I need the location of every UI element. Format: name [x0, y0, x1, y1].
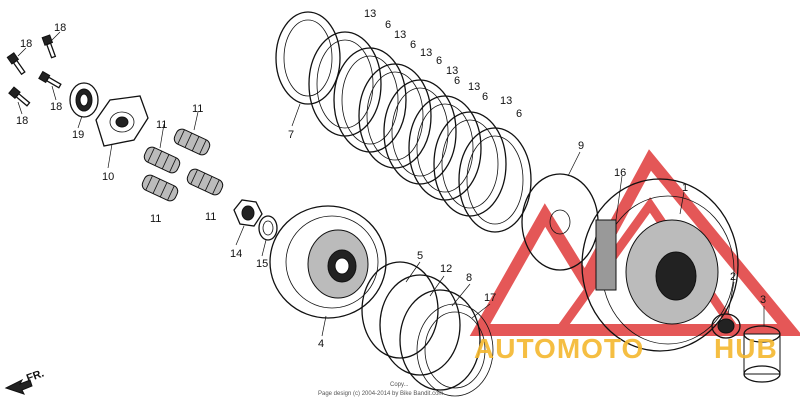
callout-7: 7 — [288, 129, 294, 141]
callout-12: 12 — [440, 263, 452, 275]
lifter-plate-10 — [95, 95, 149, 147]
callout-1: 1 — [682, 182, 688, 194]
callout-17: 17 — [484, 292, 496, 304]
callout-6c: 6 — [436, 55, 442, 67]
callout-11d: 11 — [205, 211, 216, 223]
bolt-group-18 — [6, 34, 62, 107]
callout-14: 14 — [230, 248, 242, 260]
callout-2: 2 — [730, 271, 736, 283]
callout-13d: 13 — [446, 65, 458, 77]
springs-11 — [141, 128, 224, 202]
callout-6e: 6 — [482, 91, 488, 103]
clutch-center-4 — [269, 205, 387, 319]
callout-3: 3 — [760, 294, 766, 306]
callout-11c: 11 — [150, 213, 161, 225]
callout-6b: 6 — [410, 39, 416, 51]
front-direction-arrow-icon — [4, 378, 33, 395]
watermark-brand-left: AUTOMOTO — [474, 333, 644, 364]
callout-13a: 13 — [364, 8, 376, 20]
collar-2 — [711, 313, 741, 339]
callout-18d: 18 — [16, 115, 28, 127]
callout-13e: 13 — [468, 81, 480, 93]
callout-8: 8 — [466, 272, 472, 284]
pressure-plate-rings — [361, 261, 494, 397]
front-direction-label: FR. — [25, 367, 46, 384]
copyright-line-1: Copy... — [390, 382, 409, 388]
callout-11b: 11 — [156, 119, 167, 131]
callout-9: 9 — [578, 140, 584, 152]
callout-18b: 18 — [20, 38, 32, 50]
leader-lines — [17, 31, 765, 337]
callout-6a: 6 — [385, 19, 391, 31]
callout-18c: 18 — [50, 101, 62, 113]
callout-19: 19 — [72, 129, 84, 141]
callout-6d: 6 — [454, 75, 460, 87]
callout-10: 10 — [102, 171, 114, 183]
copyright-line-2: Page design (c) 2004-2014 by Bike Bandit… — [318, 391, 443, 397]
clutch-disc-stack — [275, 11, 532, 233]
callout-13b: 13 — [394, 29, 406, 41]
callout-13f: 13 — [500, 95, 512, 107]
bushing-3 — [743, 325, 781, 383]
callout-18a: 18 — [54, 22, 66, 34]
callout-16: 16 — [614, 167, 626, 179]
callout-15: 15 — [256, 258, 268, 270]
bearing-19 — [69, 82, 99, 118]
callout-13c: 13 — [420, 47, 432, 59]
callout-6f: 6 — [516, 108, 522, 120]
callout-11a: 11 — [192, 103, 203, 115]
washer-15 — [258, 215, 278, 241]
clutch-plate-9 — [521, 173, 599, 271]
callout-5: 5 — [417, 250, 423, 262]
clutch-outer-1 — [581, 178, 739, 352]
lock-nut-14 — [233, 199, 263, 227]
watermark-brand-right: HUB — [714, 333, 778, 364]
callout-4: 4 — [318, 338, 324, 350]
